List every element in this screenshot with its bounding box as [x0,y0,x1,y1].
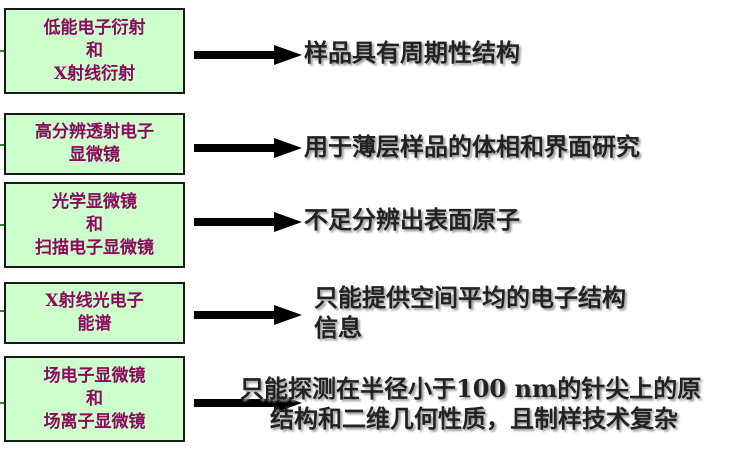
limitation-text-3: 不足分辨出表面原子 [304,205,520,235]
technique-line: X射线衍射 [53,63,136,84]
technique-line: 和 [86,40,103,61]
technique-box-leed-xrd: 低能电子衍射 和 X射线衍射 [4,8,185,94]
technique-box-xps: X射线光电子 能谱 [4,282,185,344]
technique-line: 场电子显微镜 [43,365,146,386]
technique-line: 能谱 [77,314,112,334]
lead-line [0,402,4,404]
technique-line: 光学显微镜 [52,191,137,212]
lead-line [0,224,4,226]
arrow-right-icon [194,393,302,413]
limitation-text-5: 只能探测在半径小于100 nm的针尖上的原 结构和二维几何性质，且制样技术复杂 [240,374,754,434]
technique-line: 和 [86,214,103,235]
limitation-line: 信息 [314,313,362,342]
limitation-line: 只能提供空间平均的电子结构 [314,283,626,312]
limitation-line: 只能探测在半径小于100 nm的针尖上的原 [240,374,702,403]
technique-box-fem-fim: 场电子显微镜 和 场离子显微镜 [4,356,185,442]
arrow-right-icon [194,212,302,232]
technique-line: 显微镜 [69,145,120,165]
limitation-text-4: 只能提供空间平均的电子结构 信息 [314,283,626,343]
technique-line: X射线光电子 [45,291,144,311]
technique-line: 扫描电子显微镜 [35,237,154,258]
technique-line: 场离子显微镜 [43,411,146,432]
arrow-right-icon [194,138,302,158]
limitation-text-2: 用于薄层样品的体相和界面研究 [304,132,640,162]
technique-box-om-sem: 光学显微镜 和 扫描电子显微镜 [4,182,185,268]
lead-line [0,50,4,52]
limitation-line: 不足分辨出表面原子 [304,205,520,234]
limitation-line: 样品具有周期性结构 [304,38,520,67]
technique-box-hrtem: 高分辨透射电子 显微镜 [4,113,185,175]
limitation-line: 结构和二维几何性质，且制样技术复杂 [270,404,678,433]
lead-line [0,310,4,312]
technique-line: 和 [86,388,103,409]
technique-line: 高分辨透射电子 [35,122,154,142]
arrow-right-icon [194,45,302,65]
limitation-text-1: 样品具有周期性结构 [304,38,520,68]
lead-line [0,144,4,146]
technique-line: 低能电子衍射 [43,17,146,38]
arrow-right-icon [194,305,302,325]
limitation-line: 用于薄层样品的体相和界面研究 [304,132,640,161]
